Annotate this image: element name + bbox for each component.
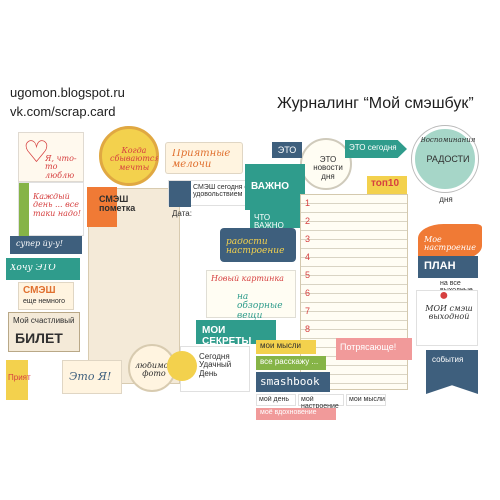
lyubimoe-foto-label: любимое фото — [134, 362, 174, 379]
sticker-what-important: ЧТО ВАЖНО — [250, 210, 302, 231]
smesh-badge-label: СМЭШ — [23, 286, 56, 296]
sticker-my-thoughts-2: мои мысли — [346, 394, 386, 406]
eshe-nemnogo-label: еще немного — [23, 298, 66, 305]
line-number: 7 — [305, 307, 311, 316]
sobytiya-label: события — [432, 356, 464, 364]
sticker-plan: ПЛАН — [418, 256, 478, 278]
vse-rasskazhu-label: все расскажу ... — [260, 358, 319, 366]
pin-icon: ● — [439, 287, 449, 304]
eto-segodnya-label: ЭТО сегодня — [349, 144, 397, 152]
line-number: 1 — [305, 199, 311, 208]
blog-url: ugomon.blogspot.ru — [10, 85, 125, 100]
sticker-lucky-day: Сегодня Удачный День — [167, 346, 250, 392]
line-number: 5 — [305, 271, 311, 280]
sticker-brush-stroke: Мое настроение — [418, 224, 482, 260]
sticker-its-me: Это Я! — [62, 360, 122, 394]
sticker-want-tag: Хочу ЭТО — [6, 258, 80, 280]
sticker-top10: топ10 — [367, 176, 407, 194]
sticker-inspiration: моё вдохновение — [256, 408, 336, 420]
sticker-events: события — [426, 350, 478, 394]
sticker-joy-mood: радости настроение — [220, 228, 296, 262]
sticker-every-day-card: Каждый день ... все таки надо! — [18, 182, 84, 237]
sticker-important-banner: ВАЖНО — [245, 164, 305, 210]
kazhdyy-den-label: Каждый день ... все таки надо! — [33, 193, 81, 218]
smashbook-label: smashbook — [260, 376, 320, 388]
bilet-label: БИЛЕТ — [15, 331, 63, 346]
line-number: 2 — [305, 217, 311, 226]
moi-mysli-2-label: мои мысли — [349, 396, 385, 403]
data-label: Дата: — [172, 210, 192, 218]
eto-novosti-dnya-label: ЭТО новости дня — [313, 156, 343, 181]
plan-label: ПЛАН — [424, 261, 456, 272]
page-title: Журналинг “Мой смэшбук” — [277, 95, 474, 112]
sticker-smashbook: smashbook — [256, 372, 330, 392]
radosti-nastroenie-label: радости настроение — [226, 238, 285, 257]
chto-vazhno-label: ЧТО ВАЖНО — [254, 214, 284, 231]
ya-to-lyublyu-label: Я, что-то люблю — [45, 155, 77, 180]
moe-nastroenie-label: Мое настроение — [424, 236, 476, 253]
sticker-new-picture: Новый картинка на обзорные вещи — [206, 270, 296, 321]
sticker-awesome: Потрясающе! — [336, 338, 412, 360]
sticker-heart-card: ♡ Я, что-то люблю — [18, 132, 84, 182]
sticker-smesh-badge: СМЭШ еще немного — [18, 282, 74, 310]
moy-smesh-vyhodnoy-label: МОЙ смэш выходной — [425, 305, 473, 322]
sticker-my-thoughts: мои мысли — [256, 340, 316, 354]
lucky-day-sun — [167, 351, 197, 381]
moy-nastroenie-label: мой настроение — [301, 396, 339, 411]
sticker-news-circle: ЭТО новости дня — [300, 138, 352, 190]
sticker-smash-weekend: ● МОЙ смэш выходной — [416, 287, 478, 346]
sticker-mood-banner: супер йу-у! — [10, 236, 82, 254]
radosti-label: РАДОСТИ — [426, 155, 470, 164]
kogda-sbyvayutsya-label: Когда сбываются мечты — [110, 147, 158, 172]
sticker-dreams-circle: Когда сбываются мечты — [99, 126, 159, 186]
line-number: 3 — [305, 235, 311, 244]
na-obzornye-label: на обзорные вещи — [237, 293, 283, 321]
novyy-kartina-label: Новый картинка — [211, 275, 284, 283]
priyat-label: Прият — [8, 374, 31, 382]
line-number: 4 — [305, 253, 311, 262]
green-bar — [19, 183, 29, 237]
smesh-uvlechenie-label: СМЭШ сегодня с удовольствием — [193, 184, 248, 199]
priyatnye-melochi-label: Приятные мелочи — [172, 149, 231, 170]
moe-vdohnovenie-label: моё вдохновение — [260, 409, 317, 416]
sticker-pleasant-things: Приятные мелочи — [165, 142, 243, 174]
dnya-label: дня — [439, 196, 453, 204]
vk-url: vk.com/scrap.card — [10, 104, 116, 119]
sticker-lucky-ticket: Мой счастливый БИЛЕТ — [8, 312, 80, 352]
heart-icon: ♡ — [23, 136, 50, 169]
top10-label: топ10 — [371, 179, 400, 189]
sticker-hobby-label: СМЭШ сегодня с удовольствием — [168, 180, 252, 207]
sticker-pleasant-strip: Прият — [6, 360, 31, 400]
hochu-label: Хочу ЭТО — [10, 264, 56, 273]
line-number: 8 — [305, 325, 311, 334]
smesh-pometka-label: СМЭШ пометка — [99, 195, 136, 214]
vazhno-label: ВАЖНО — [251, 182, 289, 192]
sticker-today-arrow: ЭТО сегодня — [345, 140, 407, 158]
moi-mysli-label: мои мысли — [260, 342, 302, 350]
eto-ya-label: Это Я! — [69, 371, 112, 383]
eto-tag: ЭТО — [272, 142, 302, 158]
sticker-my-mood: мой настроение — [298, 394, 344, 410]
orange-corner — [87, 187, 117, 227]
line-number: 6 — [305, 289, 311, 298]
moy-den-label: мой день — [259, 396, 290, 403]
potryasayusche-label: Потрясающе! — [340, 343, 397, 352]
super-you-label: супер йу-у! — [16, 240, 64, 248]
hobby-dark-block — [169, 181, 191, 207]
moi-sekrety-label: МОИ СЕКРЕТЫ — [202, 326, 252, 347]
vospominaniya-label: Воспоминания — [420, 137, 476, 144]
sticker-collage: ♡ Я, что-то люблю Когда сбываются мечты … — [0, 120, 500, 420]
sticker-joys-circle: Воспоминания РАДОСТИ — [412, 126, 478, 192]
moy-schastlivyy-label: Мой счастливый — [13, 317, 75, 325]
sticker-my-day: мой день — [256, 394, 296, 406]
segodnya-udachnyy-label: Сегодня Удачный День — [199, 353, 232, 378]
sticker-tell-all: все расскажу ... — [256, 356, 326, 370]
